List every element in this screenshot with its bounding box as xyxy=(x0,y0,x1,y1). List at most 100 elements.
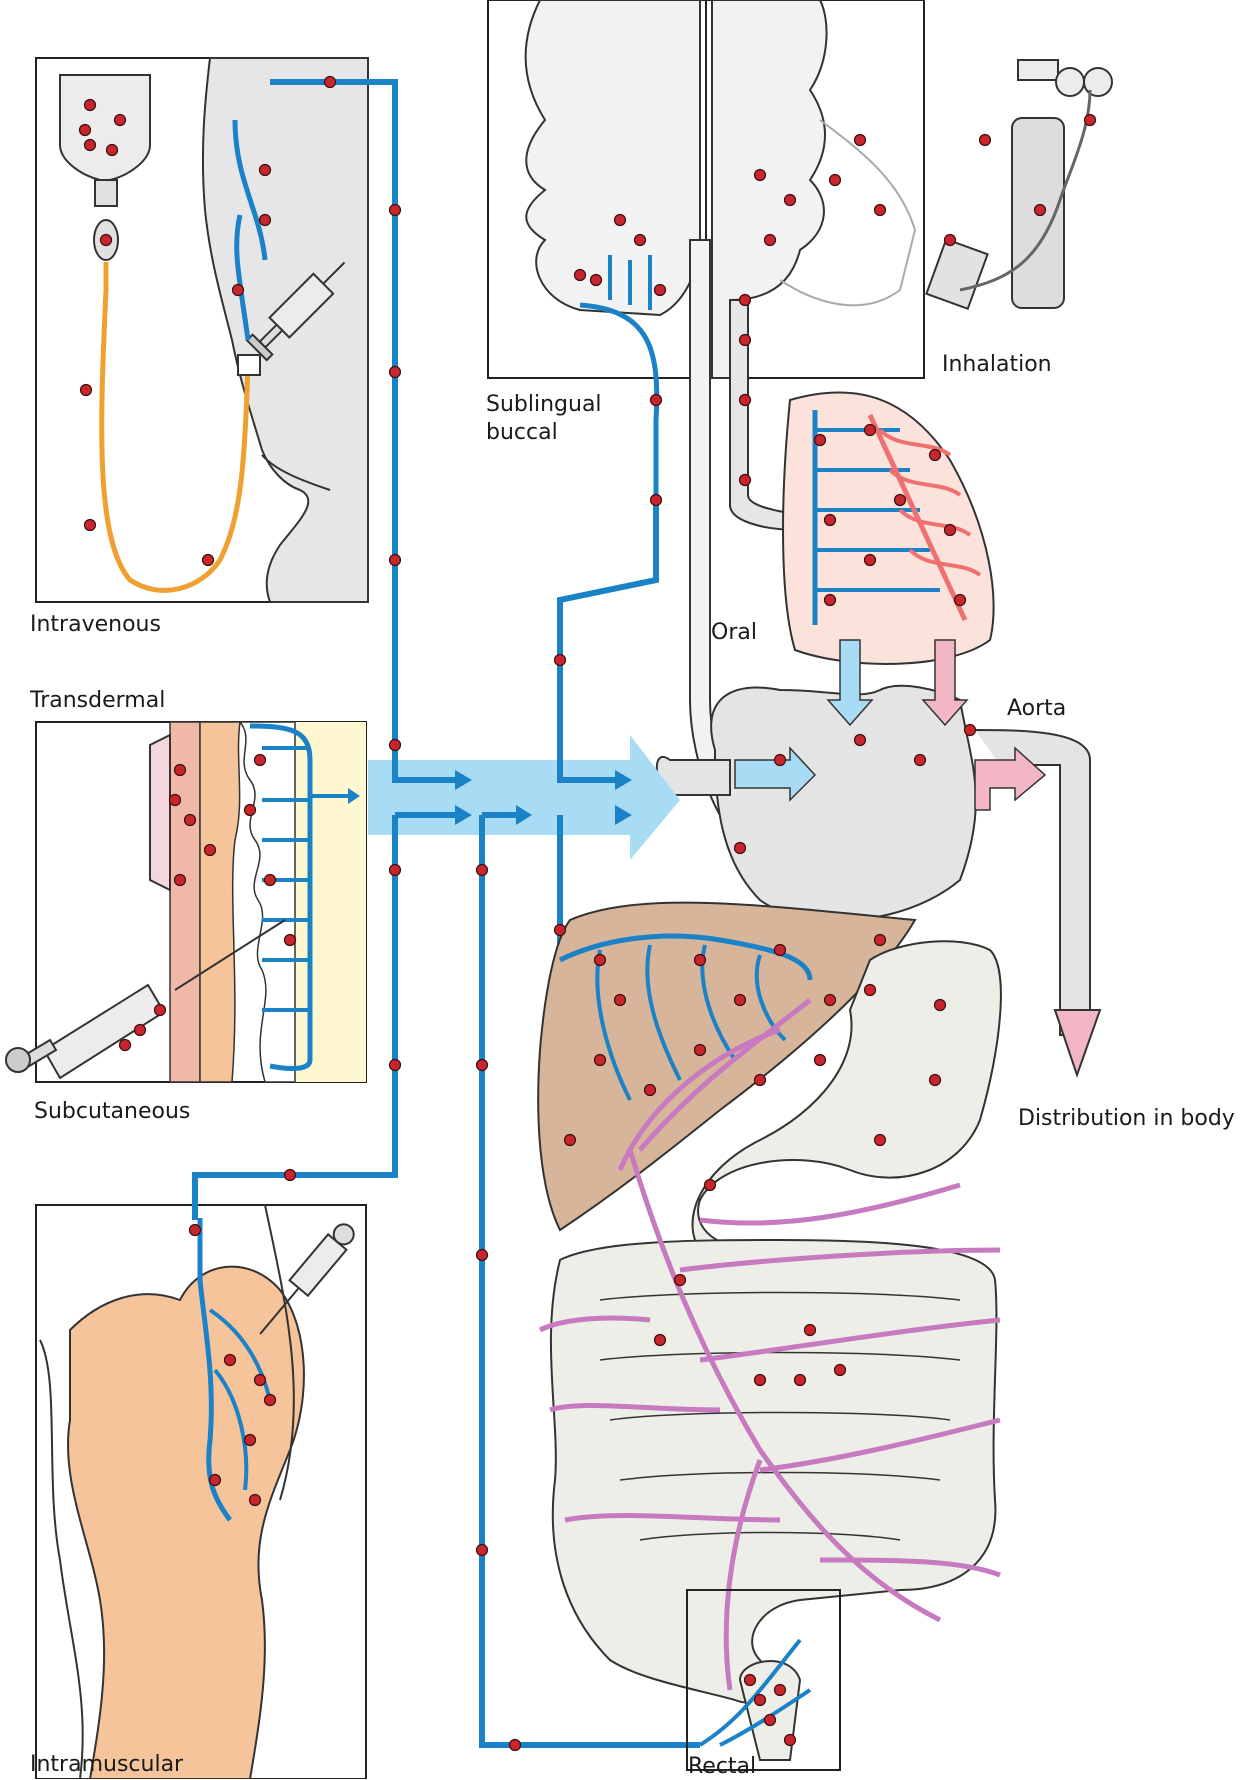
drug-particle xyxy=(475,1248,489,1262)
drug-particle xyxy=(188,1223,202,1237)
drug-particle xyxy=(475,1543,489,1557)
drug-particle xyxy=(693,953,707,967)
drug-particle xyxy=(873,203,887,217)
label-subcutaneous: Subcutaneous xyxy=(34,1099,191,1124)
drug-particles xyxy=(78,75,1097,1752)
drug-particle xyxy=(928,448,942,462)
drug-particle xyxy=(823,593,837,607)
drug-particle xyxy=(943,523,957,537)
label-intramuscular: Intramuscular xyxy=(30,1752,184,1777)
transdermal-patch xyxy=(149,733,171,892)
drug-particle xyxy=(863,423,877,437)
drug-particle xyxy=(738,473,752,487)
liver xyxy=(537,901,917,1232)
label-rectal: Rectal xyxy=(688,1754,757,1779)
drug-particle xyxy=(201,553,215,567)
drug-particle xyxy=(773,1683,787,1697)
drug-particle xyxy=(475,863,489,877)
drug-particle xyxy=(738,393,752,407)
stomach xyxy=(691,940,1002,1251)
drug-particle xyxy=(258,213,272,227)
drug-particle xyxy=(173,873,187,887)
label-oral: Oral xyxy=(711,620,757,645)
drug-particle xyxy=(388,738,402,752)
drug-particle xyxy=(633,233,647,247)
drug-particle xyxy=(283,933,297,947)
drug-particle xyxy=(83,518,97,532)
drug-particle xyxy=(593,1053,607,1067)
syringe-icon xyxy=(245,261,346,362)
drug-particle xyxy=(943,233,957,247)
inhalation-mask-connector xyxy=(925,237,989,311)
portal-veins xyxy=(538,1149,1001,1691)
drug-particle xyxy=(589,273,603,287)
heart xyxy=(655,639,1102,1079)
drug-particle xyxy=(553,923,567,937)
drug-particle xyxy=(263,1393,277,1407)
drug-particle xyxy=(978,133,992,147)
drug-particle xyxy=(933,998,947,1012)
iv-bag-icon xyxy=(59,74,151,181)
drug-particle xyxy=(203,843,217,857)
drug-particle xyxy=(168,793,182,807)
label-distribution-in-body: Distribution in body xyxy=(1018,1106,1235,1131)
drug-particle xyxy=(118,1038,132,1052)
drug-particle xyxy=(613,993,627,1007)
drug-particle xyxy=(208,1473,222,1487)
drug-particle xyxy=(753,168,767,182)
subcutaneous-syringe-icon xyxy=(5,919,286,1080)
drug-particle xyxy=(643,1083,657,1097)
drug-particle xyxy=(733,841,747,855)
drug-particle xyxy=(873,1133,887,1147)
drug-particle xyxy=(953,593,967,607)
intravenous-panel xyxy=(35,57,369,603)
distribution-arrow xyxy=(1053,1009,1102,1079)
drug-particle xyxy=(833,1363,847,1377)
drug-particle xyxy=(783,1733,797,1747)
drug-particle xyxy=(793,1373,807,1387)
drug-particle xyxy=(853,733,867,747)
drug-particle xyxy=(475,1058,489,1072)
drug-particle xyxy=(553,653,567,667)
drug-particle xyxy=(253,753,267,767)
drug-particle xyxy=(105,143,119,157)
drug-particle xyxy=(508,1738,522,1752)
drug-particle xyxy=(388,863,402,877)
drug-particle xyxy=(873,933,887,947)
intramuscular-syringe-icon xyxy=(259,1223,355,1335)
label-transdermal: Transdermal xyxy=(30,688,166,713)
drug-particle xyxy=(813,433,827,447)
drug-particle xyxy=(243,1433,257,1447)
drug-particle xyxy=(1083,113,1097,127)
drug-particle xyxy=(223,1353,237,1367)
drug-particle xyxy=(248,1493,262,1507)
label-inhalation: Inhalation xyxy=(942,352,1052,377)
drug-particle xyxy=(183,813,197,827)
drug-particle xyxy=(388,365,402,379)
drug-particle xyxy=(573,268,587,282)
drug-particle xyxy=(258,163,272,177)
label-sublingual: Sublingual xyxy=(486,392,602,417)
drug-particle xyxy=(693,1043,707,1057)
label-intravenous: Intravenous xyxy=(30,612,161,637)
lung xyxy=(782,391,995,665)
drug-particle xyxy=(773,943,787,957)
drug-particle xyxy=(113,113,127,127)
drug-particle xyxy=(803,1323,817,1337)
drug-particle xyxy=(649,393,663,407)
drug-particle xyxy=(79,383,93,397)
drug-particle xyxy=(783,193,797,207)
aorta xyxy=(974,729,1091,1036)
drug-particle xyxy=(753,1073,767,1087)
label-buccal: buccal xyxy=(486,420,558,445)
drug-particle xyxy=(863,983,877,997)
drug-particle xyxy=(928,1073,942,1087)
drug-particle xyxy=(823,993,837,1007)
drug-particle xyxy=(823,513,837,527)
drug-particle xyxy=(593,953,607,967)
drug-particle xyxy=(388,1058,402,1072)
drug-particle xyxy=(388,203,402,217)
drug-particle xyxy=(563,1133,577,1147)
drug-particle xyxy=(738,333,752,347)
